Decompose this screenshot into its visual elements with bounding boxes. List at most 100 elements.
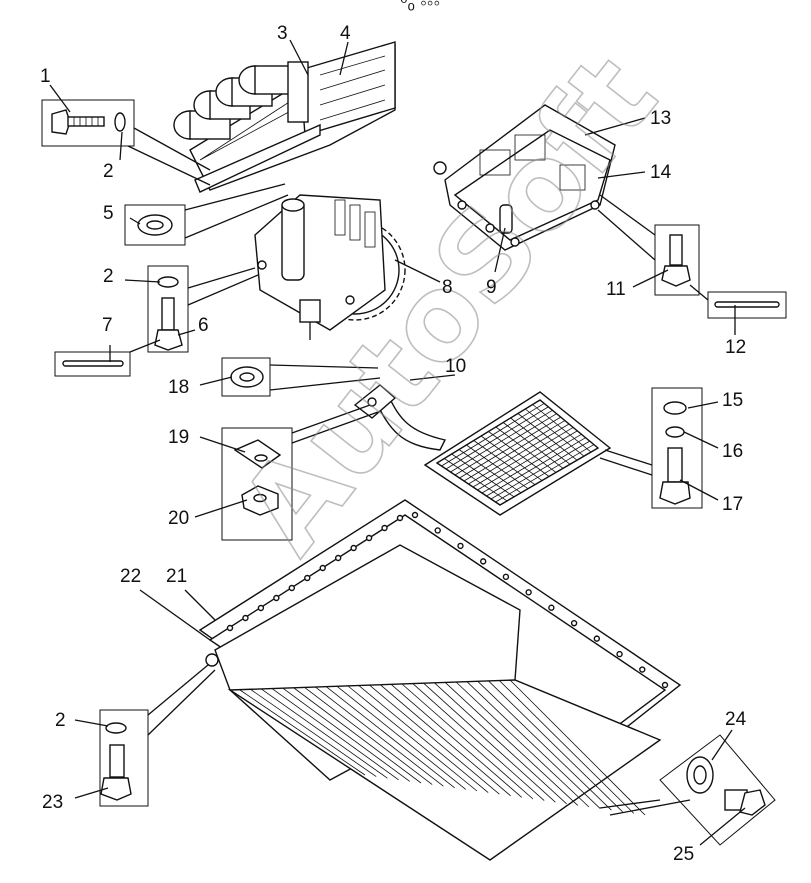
callout-7: 7 — [102, 315, 113, 336]
flange-bolt-hole — [525, 589, 532, 596]
flange-bolt-hole — [226, 624, 234, 632]
strainer-mesh-line — [502, 422, 564, 469]
pan-rib-line — [434, 682, 567, 805]
callout-22: 22 — [120, 566, 141, 587]
strainer-mesh-line — [495, 426, 557, 473]
strainer-mesh-line — [539, 399, 599, 449]
callout-13: 13 — [650, 108, 671, 129]
pan-rib-line — [498, 680, 635, 814]
flange-bolt-hole — [502, 573, 510, 581]
leader-lines — [49, 39, 746, 846]
callout-2: 2 — [55, 710, 66, 731]
strainer-mesh-line — [510, 417, 571, 465]
detail-box-gasket-5 — [124, 183, 289, 246]
callout-8: 8 — [442, 277, 453, 298]
flange-bolt-hole — [548, 604, 555, 611]
detail-box-gasket-18 — [221, 357, 381, 397]
callout-3: 3 — [277, 23, 288, 44]
callout-21: 21 — [166, 566, 187, 587]
pan-rib-line — [466, 681, 601, 809]
flange-bolt-hole — [479, 558, 487, 565]
callout-16: 16 — [722, 441, 743, 462]
detail-box-clamp-nut — [221, 404, 379, 541]
pan-rib-line — [401, 683, 534, 800]
callout-24: 24 — [725, 709, 747, 730]
callout-12: 12 — [725, 337, 746, 358]
pan-rib-line — [358, 685, 489, 793]
flange-bolt-hole — [639, 666, 646, 673]
callout-5: 5 — [103, 203, 114, 224]
solenoid-cylinders — [173, 61, 309, 140]
flange-bolt-hole — [304, 574, 311, 582]
callout-2: 2 — [103, 266, 114, 287]
oil-pump — [254, 194, 406, 340]
flange-bolt-hole — [288, 584, 296, 592]
callout-25: 25 — [673, 844, 694, 865]
corner-mark: ⁰ₒ ◦◦◦ — [400, 0, 440, 14]
strainer-mesh-line — [477, 430, 578, 491]
pan-rib-line — [369, 684, 500, 795]
strainer-mesh-line — [525, 408, 585, 457]
detail-box-gasket-strip-12 — [689, 284, 787, 319]
strainer-mesh-line — [490, 440, 590, 500]
pan-rib-line — [390, 684, 523, 798]
callout-labels: 1 2 3 4 5 2 6 7 8 9 10 11 12 13 14 15 16… — [40, 23, 747, 865]
strainer-mesh-line — [499, 447, 599, 506]
pan-rib-line — [282, 688, 411, 782]
callout-23: 23 — [42, 792, 63, 813]
valve-cover-plate — [433, 104, 616, 251]
strainer-mesh-line — [532, 404, 592, 453]
callout-4: 4 — [340, 23, 351, 44]
pan-rib-line — [455, 681, 590, 808]
flange-bolt-hole — [319, 564, 326, 572]
callout-11: 11 — [606, 279, 626, 300]
callout-20: 20 — [168, 508, 189, 529]
callout-1: 1 — [40, 66, 51, 87]
flange-bolt-hole — [411, 511, 419, 519]
flange-bolt-hole — [457, 542, 464, 550]
callout-19: 19 — [168, 427, 189, 448]
callout-15: 15 — [722, 390, 743, 411]
callout-10: 10 — [445, 356, 466, 377]
strainer-mesh-line — [486, 437, 586, 497]
oil-pan — [198, 499, 682, 861]
pan-rib-line — [444, 682, 579, 806]
pan-rib-line — [347, 685, 478, 792]
pan-rib-line — [250, 689, 377, 777]
pan-rib-line — [477, 680, 612, 811]
flange-bolt-hole — [661, 681, 669, 689]
flange-bolt-hole — [593, 635, 601, 642]
pan-rib-line — [272, 688, 399, 781]
callout-14: 14 — [650, 162, 672, 183]
flange-bolt-hole — [257, 604, 265, 612]
detail-box-bolt-23 — [99, 664, 216, 807]
pan-rib-line — [488, 680, 623, 813]
callout-17: 17 — [722, 494, 743, 515]
pan-rib-line — [380, 684, 511, 797]
strainer-mesh-line — [495, 444, 595, 503]
oil-strainer — [353, 384, 612, 516]
detail-box-bolt-washer — [41, 99, 211, 186]
strainer-mesh-line — [472, 427, 574, 488]
callout-2: 2 — [103, 161, 114, 182]
callout-18: 18 — [168, 377, 189, 398]
flange-bolt-hole — [570, 619, 578, 627]
strainer-mesh-line — [481, 433, 582, 494]
pan-rib-line — [509, 679, 646, 816]
pan-rib-line — [412, 683, 545, 801]
callout-6: 6 — [198, 315, 209, 336]
pan-rib-line — [336, 686, 467, 790]
pan-rib-line — [239, 689, 366, 776]
pan-rib-line — [326, 686, 455, 789]
strainer-mesh-line — [468, 423, 570, 485]
pan-rib-line — [423, 682, 556, 803]
pan-rib-line — [304, 687, 433, 785]
detail-box-bolt-15-17 — [599, 387, 703, 509]
detail-box-drain-plug — [599, 734, 776, 846]
detail-box-gasket-strip-7 — [54, 339, 161, 377]
pan-rib-line — [315, 686, 444, 787]
flange-bolt-hole — [434, 527, 441, 534]
flange-bolt-hole — [350, 544, 357, 552]
pan-rib-line — [261, 688, 388, 779]
valve-block-assembly — [173, 41, 396, 193]
